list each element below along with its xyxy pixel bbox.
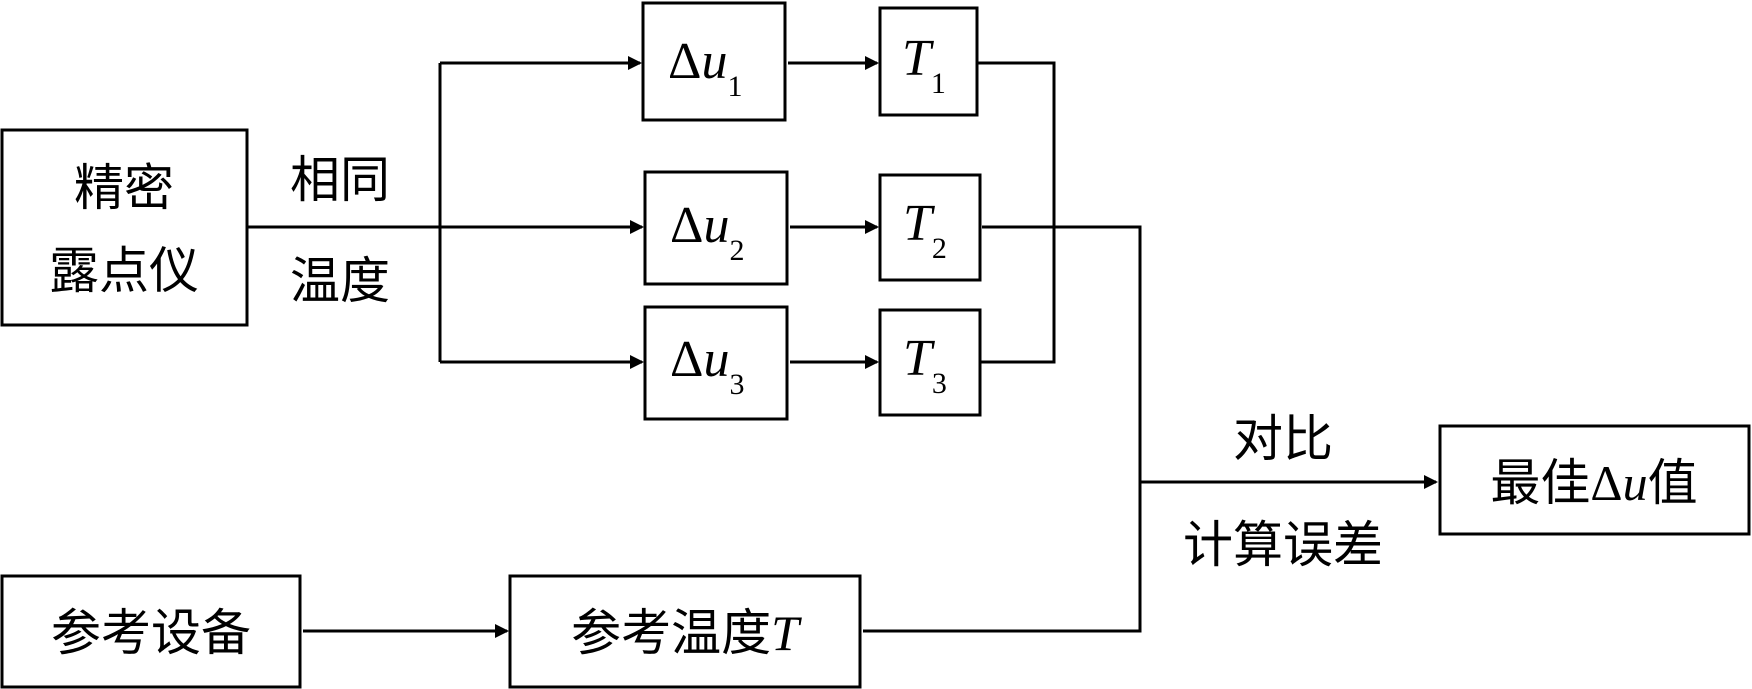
t1-var: T: [902, 30, 934, 87]
reference-device-node: 参考设备: [0, 574, 302, 689]
svg-text:Δu3: Δu3: [670, 331, 744, 401]
best-delta-u-node: 最佳Δu值: [1438, 424, 1751, 536]
delta-u1-sub: 1: [727, 70, 742, 103]
same-temperature-line1: 相同: [290, 151, 390, 209]
svg-text:参考温度T: 参考温度T: [571, 604, 802, 662]
reference-device-label: 参考设备: [51, 604, 251, 662]
reference-temperature-node: 参考温度T: [508, 574, 862, 689]
svg-text:T1: T1: [902, 30, 946, 100]
delta-u3-delta: Δ: [670, 331, 703, 388]
t3-var: T: [903, 330, 935, 387]
delta-u3-node: Δu3: [643, 305, 789, 421]
t2-node: T2: [878, 173, 982, 282]
best-prefix: 最佳: [1490, 454, 1590, 512]
reference-temperature-label: 参考温度: [571, 604, 771, 662]
dewpoint-meter-line1: 精密: [74, 159, 174, 217]
delta-u2-var: u: [703, 197, 729, 254]
t3-node: T3: [878, 308, 982, 417]
best-delta: Δ: [1590, 455, 1622, 511]
t1-sub: 1: [931, 67, 946, 100]
delta-u2-node: Δu2: [643, 170, 789, 286]
svg-text:T2: T2: [903, 195, 947, 265]
same-temperature-line2: 温度: [290, 252, 390, 310]
compare-label: 对比 计算误差: [1183, 410, 1383, 574]
delta-u2-sub: 2: [729, 234, 744, 267]
compare-line2: 计算误差: [1183, 516, 1383, 574]
best-suffix: 值: [1648, 454, 1698, 512]
t1-node: T1: [878, 6, 979, 117]
delta-u1-var: u: [701, 33, 727, 90]
t2-var: T: [903, 195, 935, 252]
delta-u1-node: Δu1: [641, 1, 787, 122]
dewpoint-meter-node: 精密 露点仪: [0, 128, 249, 327]
t2-sub: 2: [932, 232, 947, 265]
svg-text:Δu2: Δu2: [670, 197, 744, 267]
svg-text:最佳Δu值: 最佳Δu值: [1490, 454, 1697, 512]
svg-text:T3: T3: [903, 330, 947, 400]
svg-text:Δu1: Δu1: [668, 33, 742, 103]
dewpoint-meter-line2: 露点仪: [49, 242, 199, 300]
delta-u1-delta: Δ: [668, 33, 701, 90]
reference-temperature-var: T: [771, 605, 802, 661]
best-var: u: [1623, 455, 1648, 511]
compare-line1: 对比: [1233, 410, 1333, 468]
delta-u3-var: u: [703, 331, 729, 388]
connectors: [247, 56, 1438, 638]
delta-u3-sub: 3: [729, 368, 744, 401]
t3-sub: 3: [932, 367, 947, 400]
delta-u2-delta: Δ: [670, 197, 703, 254]
same-temperature-label: 相同 温度: [290, 151, 390, 310]
